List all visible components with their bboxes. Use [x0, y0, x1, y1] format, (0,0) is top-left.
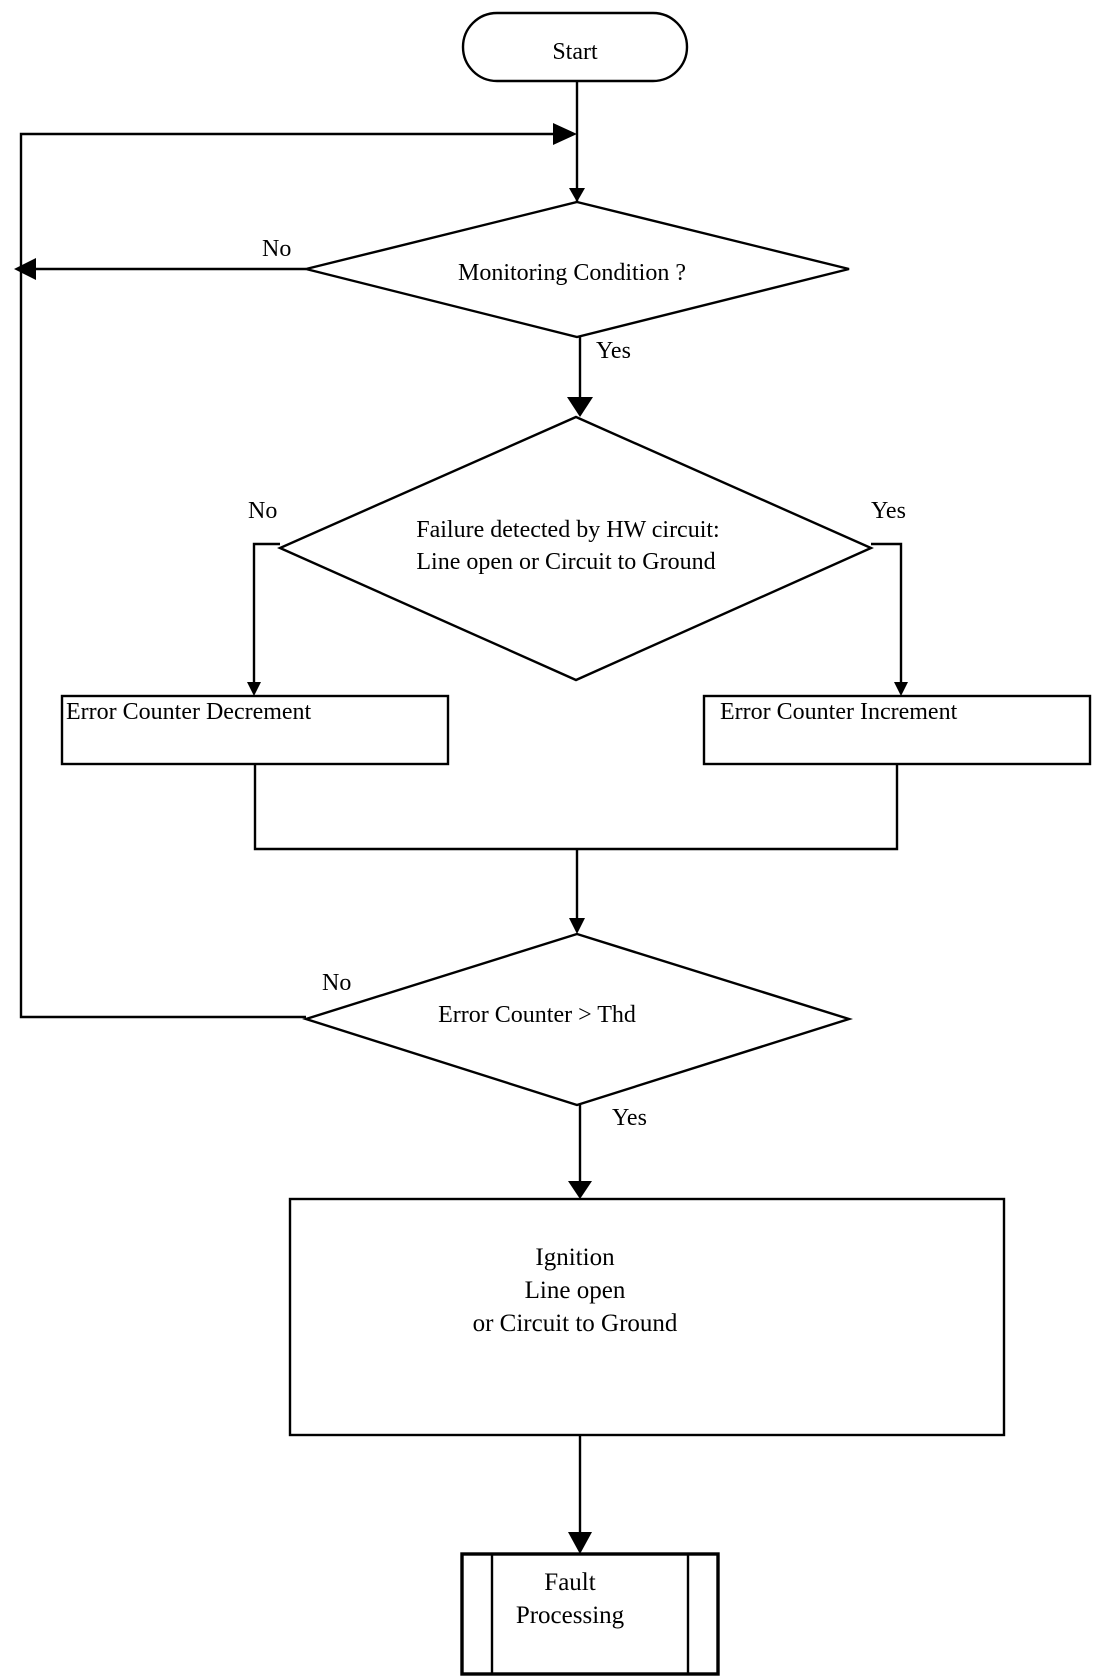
ignition-box [288, 1197, 1006, 1437]
ignition-line3: or Circuit to Ground [473, 1310, 678, 1337]
failure-detected-decision [277, 415, 874, 682]
error-counter-increment-label: Error Counter Increment [720, 699, 958, 725]
failure-detected-line1: Failure detected by HW circuit: [416, 517, 719, 543]
arrowhead-into-fault [568, 1532, 592, 1554]
start-label: Start [552, 39, 598, 65]
error-counter-decrement-label: Error Counter Decrement [66, 699, 312, 725]
loop-back-line [19, 132, 555, 1019]
fault-processing-line2: Processing [516, 1602, 625, 1629]
monitoring-yes-arrowhead [567, 397, 593, 417]
arrowhead-into-threshold [569, 918, 585, 934]
failure-no-label: No [248, 498, 277, 524]
monitoring-condition-label: Monitoring Condition ? [458, 260, 686, 286]
start-terminator [461, 11, 689, 83]
ignition-line2: Line open [525, 1277, 626, 1304]
threshold-yes-label: Yes [612, 1105, 647, 1131]
arrowhead-into-monitoring [569, 188, 585, 202]
failure-no-line [252, 542, 280, 682]
loop-back-arrowhead [553, 123, 577, 145]
failure-yes-line [871, 542, 903, 682]
failure-yes-arrowhead [894, 682, 908, 696]
threshold-no-label: No [322, 970, 351, 996]
failure-yes-label: Yes [871, 498, 906, 524]
monitoring-no-label: No [262, 236, 291, 262]
ignition-line1: Ignition [535, 1244, 615, 1271]
failure-no-arrowhead [247, 682, 261, 696]
threshold-yes-arrowhead [568, 1181, 592, 1199]
error-counter-threshold-decision [302, 932, 854, 1107]
fault-processing-box [460, 1552, 720, 1676]
merge-line [253, 764, 899, 851]
failure-detected-line2: Line open or Circuit to Ground [416, 549, 715, 575]
monitoring-no-arrowhead [14, 258, 36, 280]
monitoring-yes-label: Yes [596, 338, 631, 364]
monitoring-condition-decision [305, 200, 850, 339]
error-counter-threshold-label: Error Counter > Thd [438, 1002, 636, 1028]
error-counter-decrement-box [60, 694, 450, 766]
error-counter-increment-box [702, 694, 1092, 766]
fault-processing-line1: Fault [544, 1569, 595, 1596]
